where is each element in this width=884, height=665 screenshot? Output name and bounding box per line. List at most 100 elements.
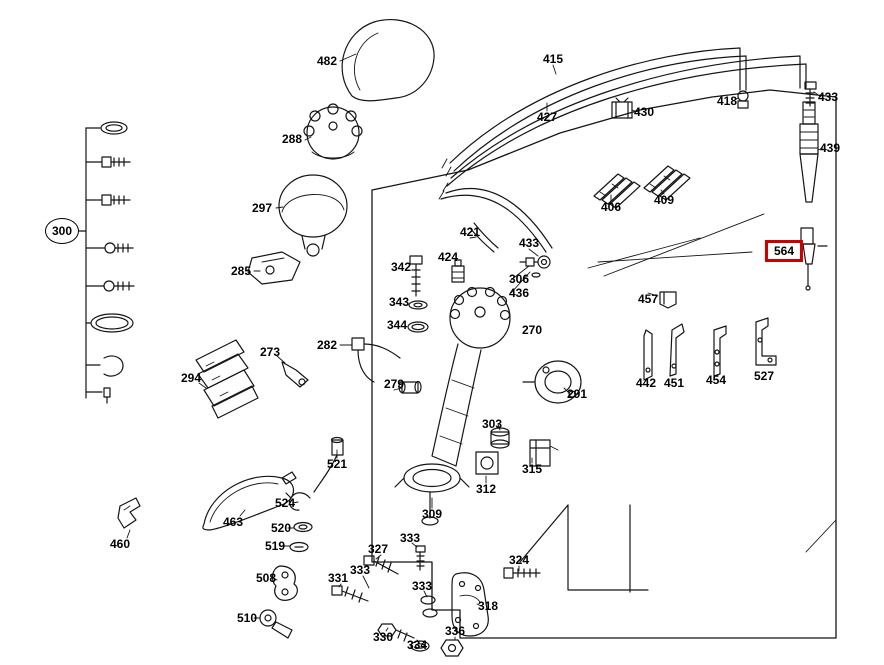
part-label-421[interactable]: 421	[459, 225, 481, 239]
part-label-433-top[interactable]: 433	[817, 90, 839, 104]
parts-column-300	[75, 121, 135, 404]
part-label-294[interactable]: 294	[180, 371, 202, 385]
part-label-454[interactable]: 454	[705, 373, 727, 387]
distributor-cap-288	[303, 103, 363, 160]
pipe-421	[469, 222, 499, 253]
bracket-508	[271, 565, 298, 601]
bracket-527	[755, 317, 777, 366]
cover-plate-318	[451, 572, 489, 637]
part-label-306[interactable]: 306	[508, 272, 530, 286]
part-label-463[interactable]: 463	[222, 515, 244, 529]
lever-273	[281, 361, 309, 388]
valve-312	[475, 451, 499, 475]
valve-315	[529, 439, 559, 467]
part-label-442[interactable]: 442	[635, 376, 657, 390]
part-label-279[interactable]: 279	[383, 377, 405, 391]
part-label-315[interactable]: 315	[521, 462, 543, 476]
part-label-482[interactable]: 482	[316, 54, 338, 68]
cylinder-303	[490, 427, 510, 449]
injection-pump-270	[431, 286, 511, 467]
pipe-fitting-418	[737, 90, 749, 109]
part-label-344[interactable]: 344	[386, 318, 408, 332]
injector-439	[799, 101, 819, 203]
part-label-297[interactable]: 297	[251, 201, 273, 215]
part-label-343[interactable]: 343	[388, 295, 410, 309]
part-label-415[interactable]: 415	[542, 52, 564, 66]
washers-333-3	[420, 595, 438, 618]
bracket-451	[669, 323, 685, 377]
washer-519	[289, 541, 309, 553]
bolt-330	[377, 623, 415, 642]
ring-344	[407, 321, 429, 333]
part-label-333-3[interactable]: 333	[411, 579, 433, 593]
part-label-457[interactable]: 457	[637, 292, 659, 306]
part-label-336[interactable]: 336	[444, 624, 466, 638]
part-label-430[interactable]: 430	[633, 105, 655, 119]
bolt-342	[409, 255, 423, 297]
part-label-312[interactable]: 312	[475, 482, 497, 496]
bracket-454	[713, 325, 727, 377]
bolt-331	[331, 585, 369, 603]
leader-lines-block	[587, 213, 765, 277]
plates-409	[643, 165, 691, 201]
part-label-521[interactable]: 521	[326, 457, 348, 471]
part-label-291[interactable]: 291	[566, 387, 588, 401]
part-label-409[interactable]: 409	[653, 193, 675, 207]
part-label-282[interactable]: 282	[316, 338, 338, 352]
part-label-288[interactable]: 288	[281, 132, 303, 146]
rotor-285	[247, 251, 301, 285]
banjo-433-mid	[519, 255, 551, 278]
part-label-318[interactable]: 318	[477, 599, 499, 613]
part-label-270[interactable]: 270	[521, 323, 543, 337]
part-label-564[interactable]: 564	[764, 240, 804, 262]
part-label-424[interactable]: 424	[437, 250, 459, 264]
part-label-303[interactable]: 303	[481, 417, 503, 431]
part-label-524[interactable]: 524	[274, 496, 296, 510]
part-label-330[interactable]: 330	[372, 630, 394, 644]
part-label-327[interactable]: 327	[367, 542, 389, 556]
washer-520	[293, 521, 313, 533]
bolt-324	[503, 567, 541, 579]
flange-291	[522, 360, 582, 404]
clip-460	[117, 497, 141, 529]
part-label-436[interactable]: 436	[508, 286, 530, 300]
part-label-331[interactable]: 331	[327, 571, 349, 585]
part-label-324[interactable]: 324	[508, 553, 530, 567]
part-label-520[interactable]: 520	[270, 521, 292, 535]
bolt-433-top	[804, 81, 817, 107]
part-label-418[interactable]: 418	[716, 94, 738, 108]
plates-406	[593, 173, 641, 209]
part-label-460[interactable]: 460	[109, 537, 131, 551]
washer-334	[410, 640, 430, 652]
part-label-273[interactable]: 273	[259, 345, 281, 359]
fitting-279	[398, 380, 422, 394]
part-label-508[interactable]: 508	[255, 571, 277, 585]
engine-block-outline	[371, 89, 837, 639]
part-label-451[interactable]: 451	[663, 376, 685, 390]
part-label-433-mid[interactable]: 433	[518, 236, 540, 250]
label-leaders	[126, 53, 824, 644]
part-label-427[interactable]: 427	[536, 110, 558, 124]
part-label-406[interactable]: 406	[600, 200, 622, 214]
part-label-342[interactable]: 342	[390, 260, 412, 274]
bolt-333-1	[415, 545, 426, 571]
bolt-327	[363, 555, 399, 575]
part-label-519[interactable]: 519	[264, 539, 286, 553]
part-label-439[interactable]: 439	[819, 141, 841, 155]
part-label-333-2[interactable]: 333	[349, 563, 371, 577]
part-label-309[interactable]: 309	[421, 507, 443, 521]
nut-336	[440, 639, 464, 657]
part-label-510[interactable]: 510	[236, 611, 258, 625]
distributor-housing-297	[278, 174, 348, 257]
fitting-424	[451, 259, 465, 283]
part-564-sensor	[800, 227, 828, 291]
part-label-334[interactable]: 334	[406, 638, 428, 652]
part-label-285[interactable]: 285	[230, 264, 252, 278]
part-label-333-1[interactable]: 333	[399, 531, 421, 545]
part-label-300[interactable]: 300	[44, 218, 80, 244]
sensor-521	[313, 436, 344, 493]
part-label-527[interactable]: 527	[753, 369, 775, 383]
fuel-lines	[438, 47, 807, 253]
